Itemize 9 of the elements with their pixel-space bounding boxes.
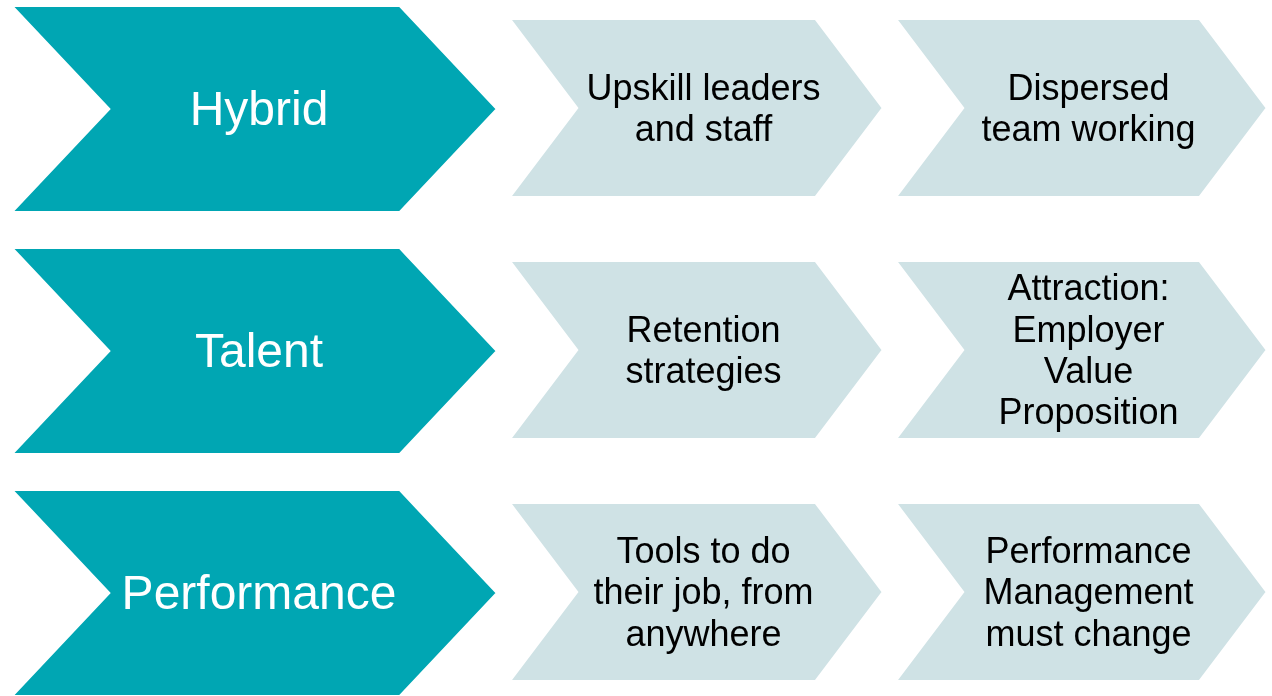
chevron-label: Dispersed team working [980, 66, 1197, 150]
chevron-label: Performance Management must change [982, 529, 1195, 655]
chevron-label: Attraction: Employer Value Proposition [997, 267, 1180, 433]
chevron-label: Performance [121, 565, 397, 621]
chevron-label: Tools to do their job, from anywhere [592, 529, 815, 655]
chevron-label: Upskill leaders and staff [585, 66, 822, 150]
chevron-label: Talent [194, 323, 324, 379]
chevron-label: Retention strategies [624, 308, 783, 392]
chevron-label: Hybrid [189, 81, 329, 137]
